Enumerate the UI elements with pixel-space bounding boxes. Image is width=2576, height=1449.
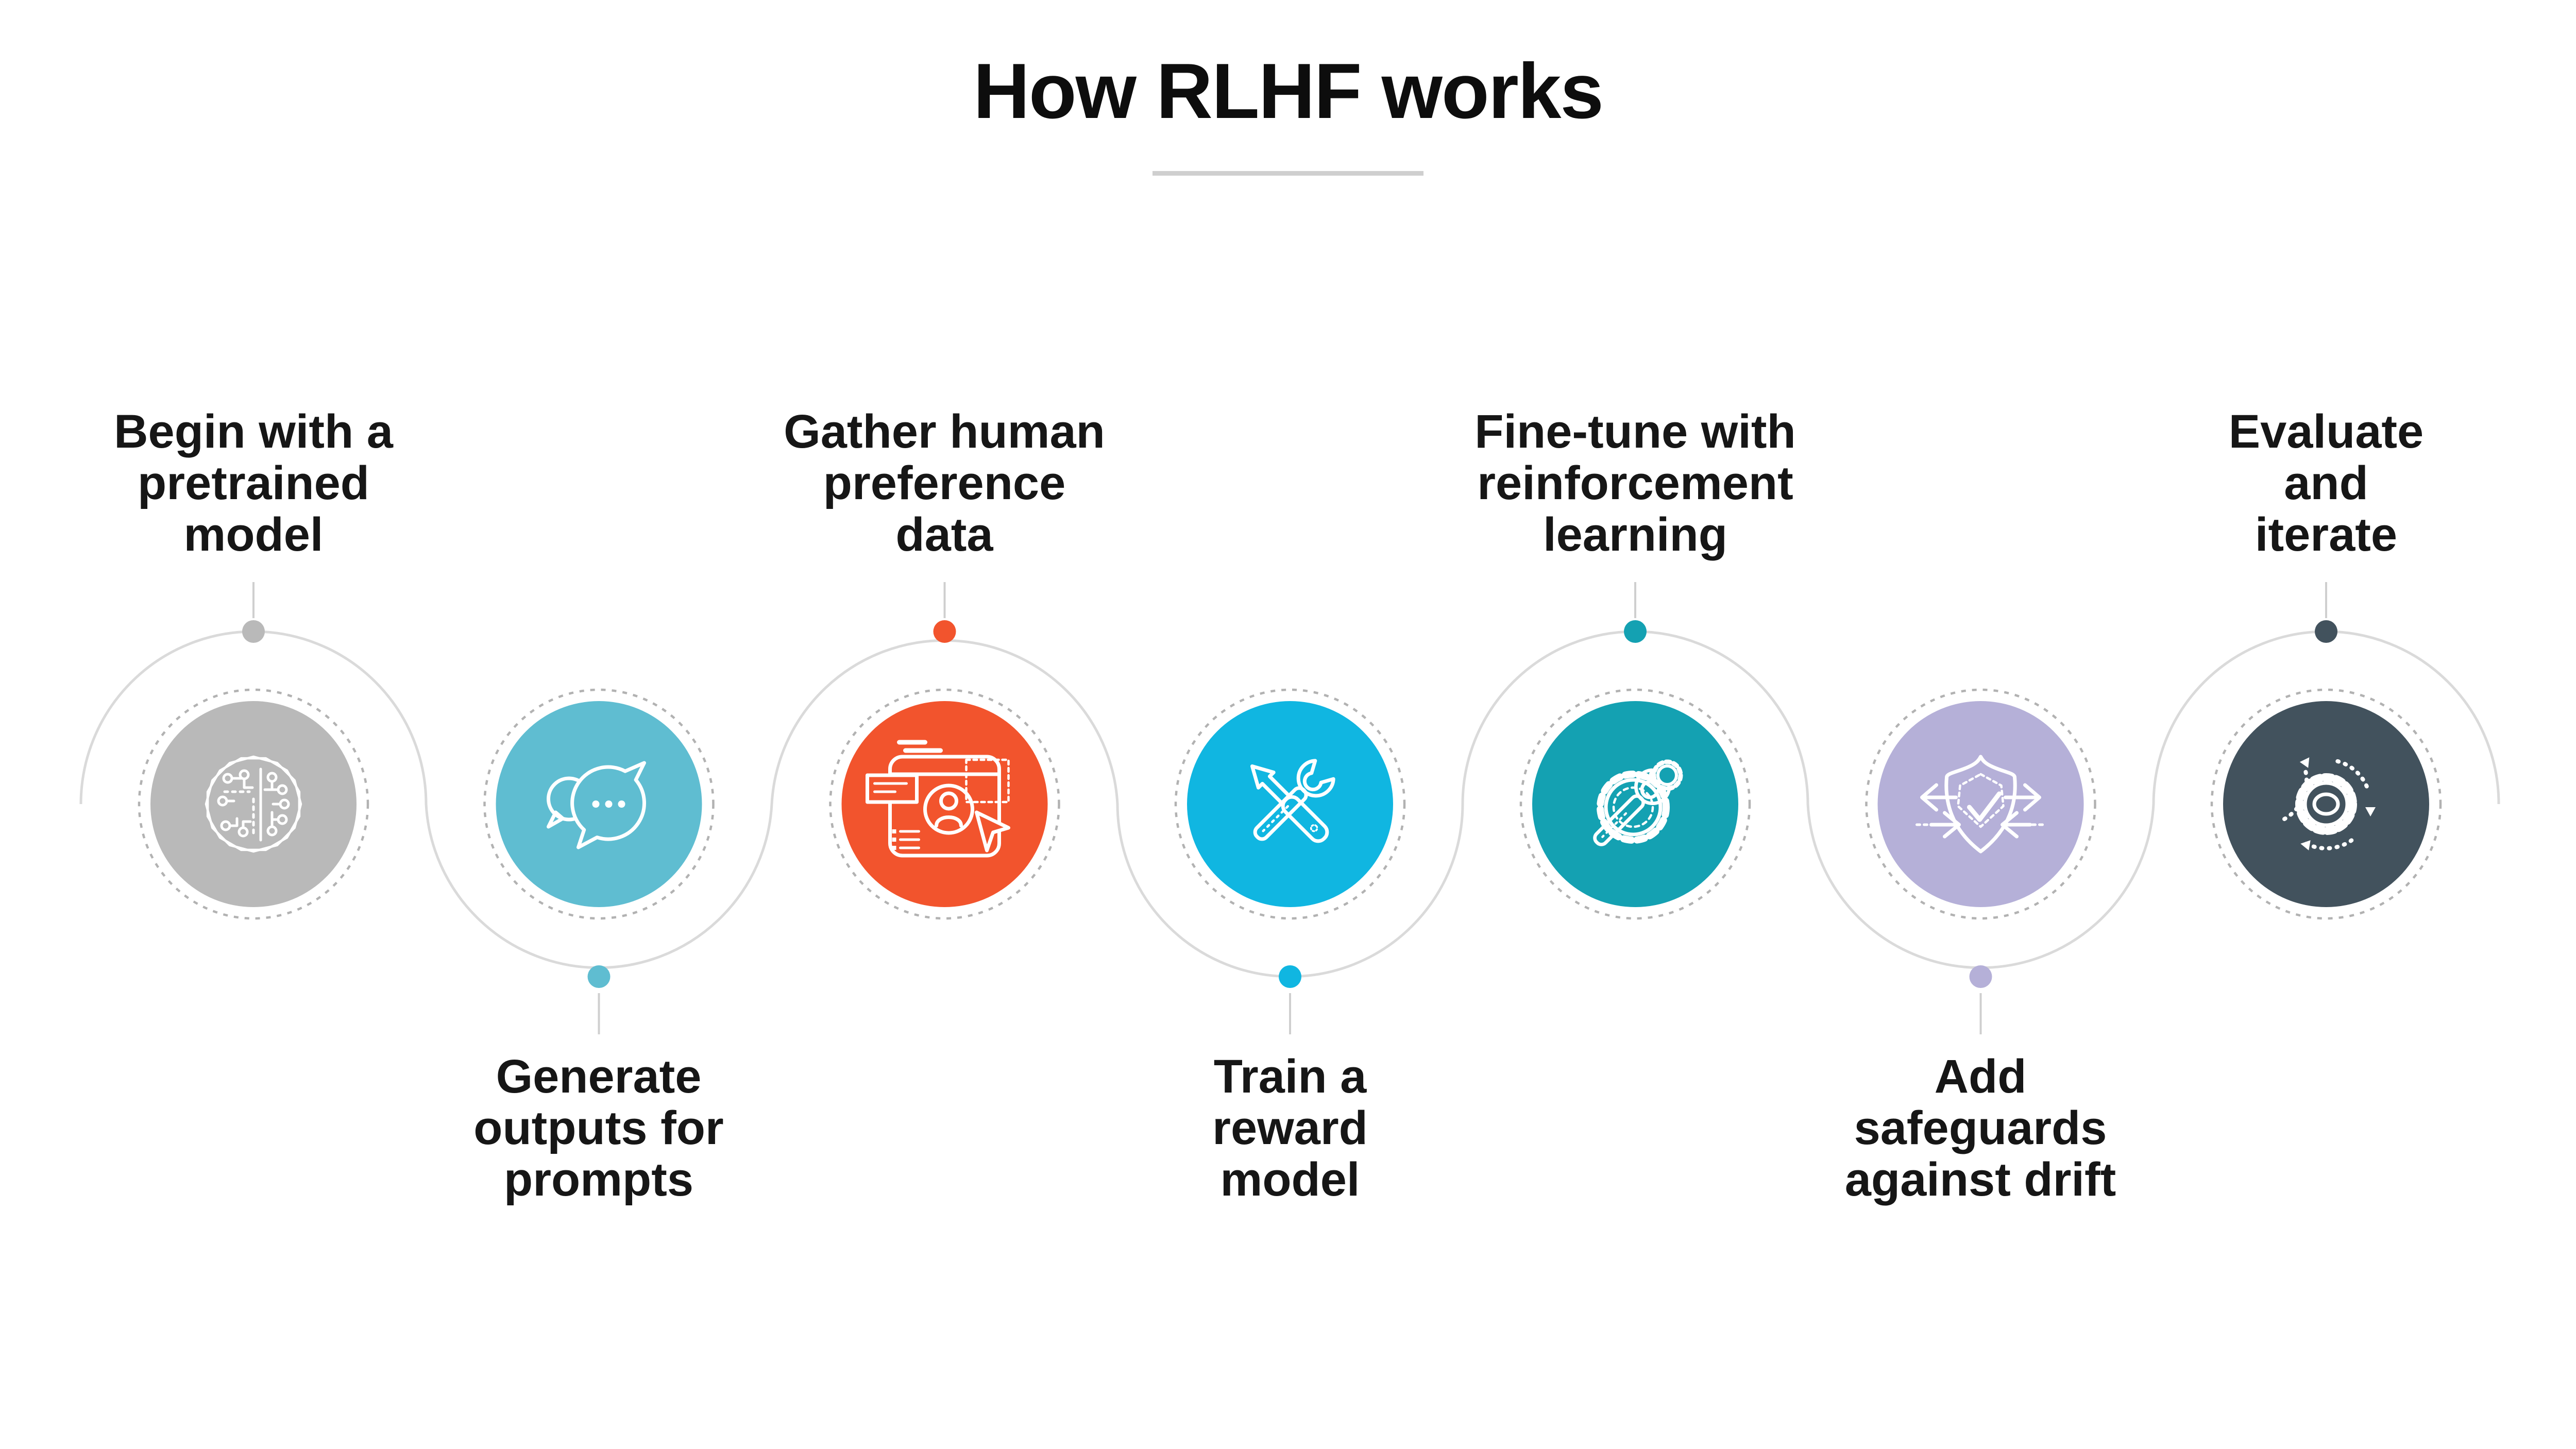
step-2-dot [587, 965, 611, 988]
step-4-dot [1279, 965, 1301, 988]
step-1-dot [242, 620, 265, 643]
step-6-label: Add safeguards against drift [1844, 1050, 2116, 1206]
page-title: How RLHF works [973, 47, 1604, 135]
step-2-node [483, 688, 715, 1034]
step-1-label: Begin with a pretrained model [114, 405, 393, 561]
shield-check-icon [1916, 755, 2046, 854]
process-wave-connector [79, 630, 2500, 978]
step-1-circle [150, 701, 357, 907]
step-6-dot [1969, 965, 1992, 988]
step-5-label: Fine-tune with reinforcement learning [1475, 405, 1796, 561]
step-3-node [829, 582, 1060, 920]
step-7-dot [2315, 620, 2337, 643]
step-7-label: Evaluate and iterate [2228, 405, 2424, 561]
wrench-gears-icon [1593, 759, 1683, 846]
step-1-node [138, 582, 369, 920]
title-underline [1153, 171, 1423, 176]
step-5-circle [1532, 701, 1738, 907]
step-3-label: Gather human preference data [784, 405, 1105, 561]
wrench-icon [1253, 759, 1335, 841]
step-5-node [1519, 582, 1751, 920]
circuit-brain-icon [205, 755, 302, 853]
step-3-dot [933, 620, 956, 643]
chat-bubbles-icon [547, 761, 646, 849]
browser-user-icon [866, 740, 1010, 858]
step-7-node [2210, 582, 2442, 920]
step-4-circle [1187, 701, 1393, 907]
step-6-node [1865, 688, 2096, 1034]
step-7-circle [2223, 701, 2429, 907]
large-gear-icon [1597, 771, 1670, 844]
crossed-tools-icon [1250, 759, 1335, 843]
step-4-label: Train a reward model [1212, 1050, 1368, 1206]
step-2-label: Generate outputs for prompts [473, 1050, 724, 1206]
gear-cycle-icon [2282, 757, 2376, 850]
wrench-icon [1593, 768, 1671, 846]
step-3-circle [841, 701, 1048, 907]
step-6-circle [1877, 701, 2084, 907]
step-4-node [1174, 688, 1406, 1034]
step-5-dot [1624, 620, 1647, 643]
